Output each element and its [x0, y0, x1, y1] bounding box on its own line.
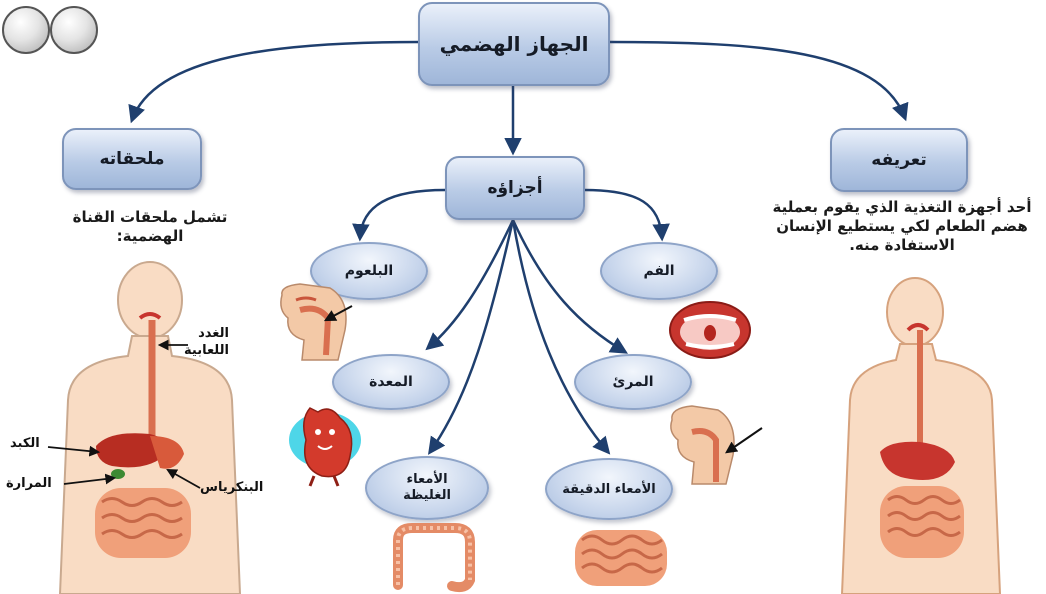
pharynx-illustration	[280, 283, 353, 361]
salivary-line: الغدد	[198, 326, 229, 341]
small-intestine-illustration	[575, 530, 667, 586]
part-esophagus-label: المرئ	[612, 374, 654, 390]
parts-label: أجزاؤه	[487, 178, 543, 198]
definition-node: تعريفه	[830, 128, 968, 192]
connector-parts-large-intestine	[427, 219, 515, 455]
definition-label: تعريفه	[871, 150, 927, 170]
accessories-label: ملحقاته	[99, 149, 165, 169]
body-right-illustration	[840, 277, 1002, 594]
circle-button-icon[interactable]	[2, 6, 50, 54]
mouth-illustration	[669, 301, 751, 359]
circle-button-icon[interactable]	[50, 6, 98, 54]
accessories-line: الهضمية:	[116, 226, 184, 245]
liver-label: الكبد	[10, 436, 40, 451]
definition-line: الاستفادة منه.	[849, 235, 955, 254]
definition-text: أحد أجهزة التغذية الذي يقوم بعملية هضم ا…	[760, 198, 1044, 254]
connector-parts-stomach	[425, 219, 515, 351]
salivary-gland-label: الغدد اللعابية	[184, 326, 229, 360]
definition-line: أحد أجهزة التغذية الذي يقوم بعملية	[772, 198, 1032, 216]
pancreas-label: البنكرياس	[200, 480, 264, 495]
part-stomach-label: المعدة	[369, 374, 413, 390]
part-large-intestine-label: الأمعاء	[406, 472, 448, 488]
root-node: الجهاز الهضمي	[418, 2, 610, 86]
connector-root-definition	[609, 40, 909, 122]
connector-parts-mouth	[584, 188, 670, 242]
part-small-intestine-node: الأمعاء الدقيقة	[545, 458, 673, 520]
connector-parts-pharynx	[352, 188, 446, 242]
connector-parts-small-intestine	[511, 219, 611, 455]
stomach-illustration	[289, 407, 361, 487]
accessories-line: تشمل ملحقات القناة	[72, 208, 228, 226]
part-small-intestine-label: الأمعاء الدقيقة	[562, 481, 656, 497]
salivary-line: اللعابية	[184, 342, 229, 358]
body-left-illustration	[47, 261, 242, 594]
part-pharynx-label: البلعوم	[344, 263, 394, 279]
large-intestine-illustration	[393, 523, 475, 593]
root-label: الجهاز الهضمي	[439, 32, 589, 56]
gallbladder-label: المرارة	[6, 476, 52, 491]
accessories-node: ملحقاته	[62, 128, 202, 190]
esophagus-illustration	[670, 405, 763, 485]
part-mouth-node: الفم	[600, 242, 718, 300]
part-esophagus-node: المرئ	[574, 354, 692, 410]
accessories-text: تشمل ملحقات القناة الهضمية:	[50, 208, 250, 246]
parts-node: أجزاؤه	[445, 156, 585, 220]
connector-root-accessories	[128, 40, 421, 124]
part-stomach-node: المعدة	[332, 354, 450, 410]
connector-parts-esophagus	[511, 219, 629, 354]
part-large-intestine-label: الغليظة	[403, 488, 451, 503]
definition-line: هضم الطعام لكي يستطيع الإنسان	[776, 216, 1028, 235]
part-large-intestine-node: الأمعاء الغليظة	[365, 456, 489, 520]
part-mouth-label: الفم	[643, 263, 675, 279]
